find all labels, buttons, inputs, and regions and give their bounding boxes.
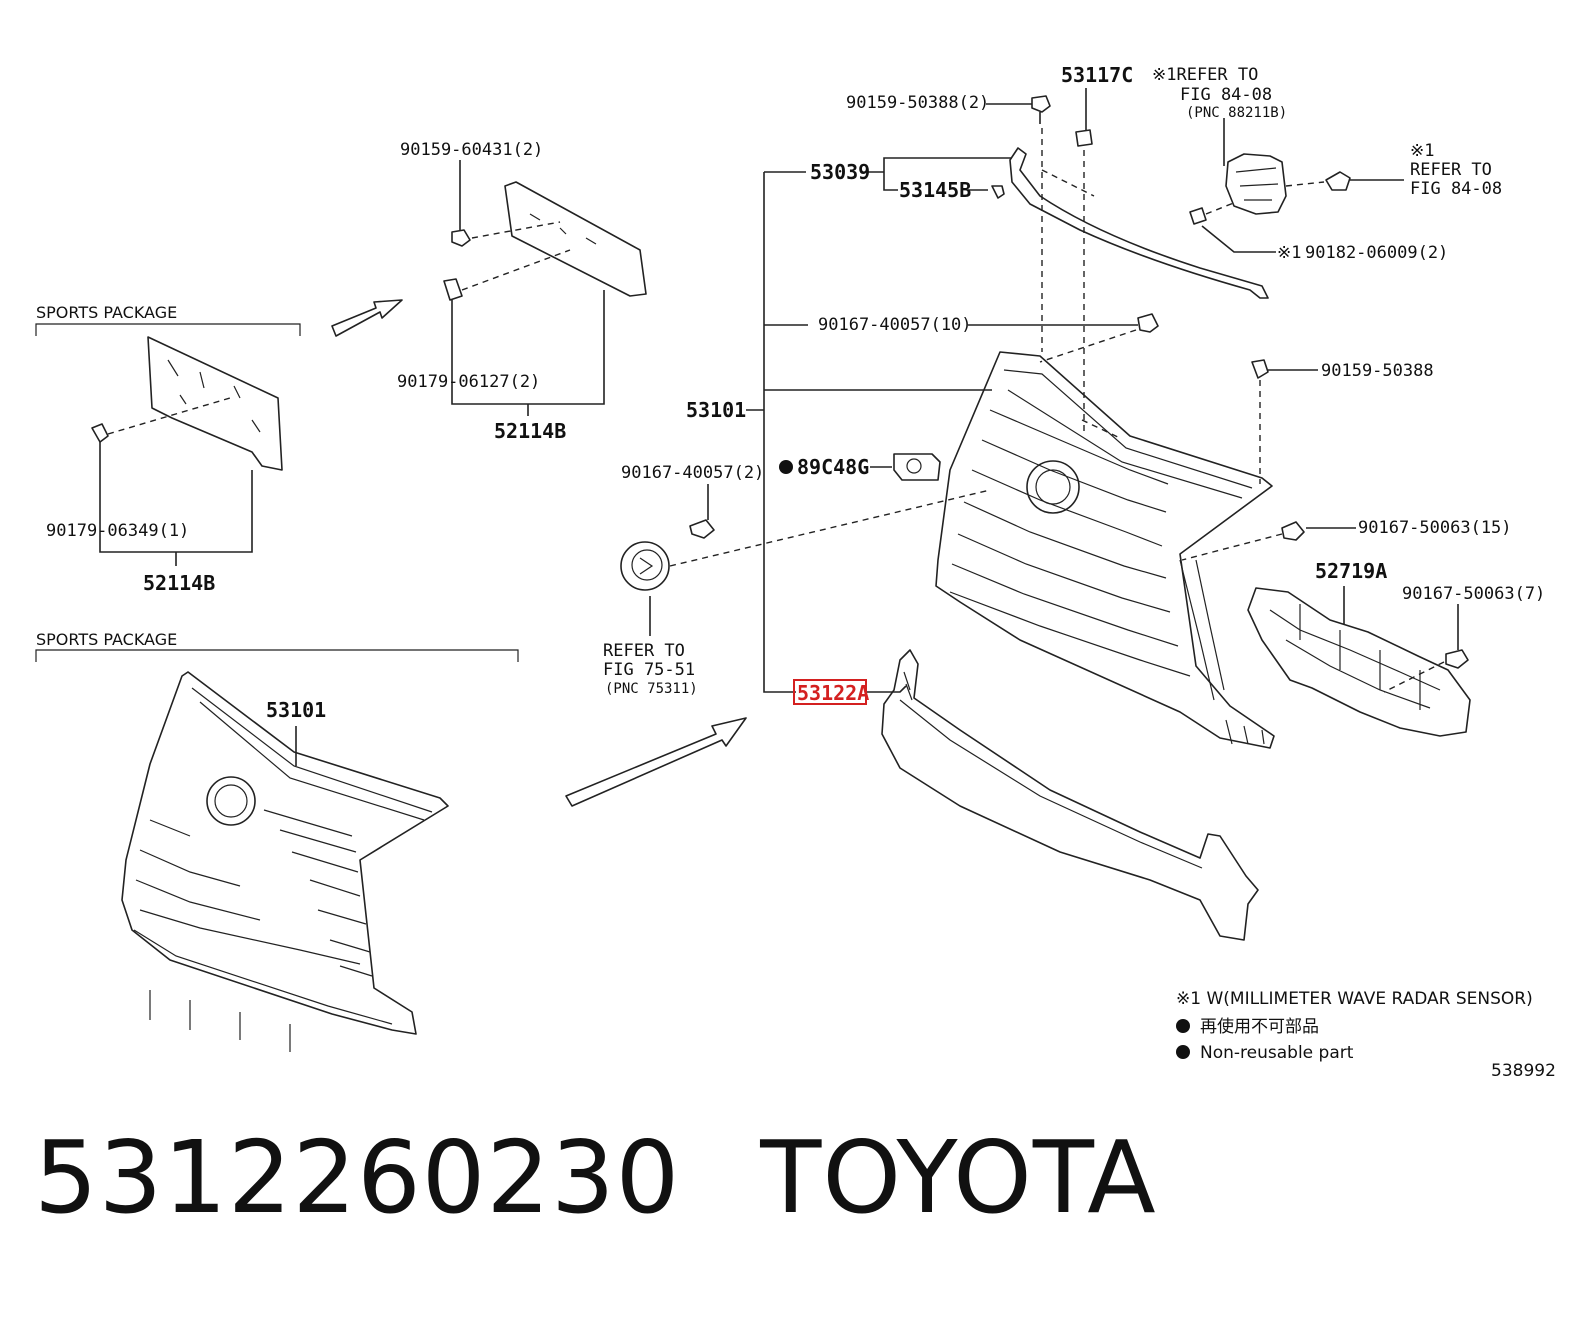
ref-top-line3: (PNC 88211B): [1186, 105, 1287, 121]
sports-package-top-header: SPORTS PACKAGE: [36, 303, 177, 322]
product-part-number: 5312260230: [34, 1119, 681, 1236]
screw-90167-40057-2-icon: [689, 519, 715, 539]
label-53101-sports: 53101: [266, 698, 326, 722]
label-53101: 53101: [686, 398, 746, 422]
screw-radar-icon: [1325, 171, 1351, 191]
emblem-group: 90167-40057(2) REFER TO FIG 75-51 (PNC 7…: [603, 463, 991, 697]
note-line3: Non-reusable part: [1200, 1043, 1354, 1063]
label-90179-06127: 90179-06127(2): [397, 372, 540, 392]
highlight-53122a-box: [793, 679, 867, 705]
sensor-bracket-group: 89C48G: [779, 453, 941, 481]
radiator-grille-53101-illustration: [935, 351, 1275, 749]
clip-53117c-icon: [1075, 129, 1093, 147]
ref-emblem-line2: FIG 75-51: [603, 660, 695, 680]
label-90159-50388: 90159-50388: [1321, 361, 1434, 381]
label-90182-06009: 90182-06009(2): [1305, 243, 1448, 263]
right-hardware-group: 90159-50388 90167-50063(15) 52719A 90167…: [1181, 359, 1545, 737]
nut-90182-06009-icon: [1189, 207, 1207, 225]
sports-package-bottom-bracket: [35, 649, 519, 662]
label-89c48g: 89C48G: [797, 455, 869, 479]
label-90167-40057-2: 90167-40057(2): [621, 463, 764, 483]
clip-90179-06349: [91, 423, 109, 443]
product-brand: TOYOTA: [760, 1119, 1157, 1236]
sports-package-top-bracket: [35, 323, 301, 336]
label-53117c: 53117C: [1061, 63, 1133, 87]
label-53122a: 53122A: [797, 681, 869, 705]
screw-90159-50388-right-icon: [1251, 359, 1269, 379]
label-90167-50063-15: 90167-50063(15): [1358, 518, 1512, 538]
ref-top-line2: FIG 84-08: [1180, 85, 1272, 105]
license-plate-bracket-upper-group: 90159-60431(2) 90179-06127(2) 52114B: [397, 140, 647, 443]
screw-90167-40057-icon: [1137, 313, 1159, 333]
screw-90167-50063-7-icon: [1445, 649, 1469, 669]
arrow-to-main-assembly-icon: [565, 717, 747, 807]
screw-90159-60431-icon: [451, 229, 471, 247]
ref-emblem-line3: (PNC 75311): [605, 681, 698, 697]
ref-right-line3: FIG 84-08: [1410, 179, 1502, 199]
note-bullet-icon: [1176, 1045, 1190, 1059]
notes-group: ※1 W(MILLIMETER WAVE RADAR SENSOR) 再使用不可…: [1176, 989, 1556, 1081]
clip-90179-06127: [443, 278, 463, 301]
top-hardware-group: 90159-50388(2) 53117C 53039 53145B: [810, 63, 1269, 432]
ref-top-line1: ※1REFER TO: [1152, 65, 1258, 85]
non-reusable-marker-icon: [779, 460, 793, 474]
note-line2: 再使用不可部品: [1200, 1016, 1319, 1037]
ref-right-line1: ※1: [1410, 141, 1434, 161]
molding-53122a-group: 53122A: [793, 649, 1259, 941]
note-line1: ※1 W(MILLIMETER WAVE RADAR SENSOR): [1176, 989, 1533, 1009]
sports-package-top-group: SPORTS PACKAGE 90179-06349(1) 52114B: [35, 299, 403, 595]
sports-package-bottom-group: SPORTS PACKAGE 53101: [35, 630, 747, 1052]
arrow-up-right-icon: [331, 299, 403, 337]
upper-molding-53039-illustration: [1009, 147, 1269, 299]
sports-grille-illustration: [121, 671, 449, 1052]
label-90179-06349: 90179-06349(1): [46, 521, 189, 541]
grille-molding-53122a-illustration: [881, 649, 1259, 941]
label-90182-06009-mark: ※1: [1277, 243, 1301, 263]
label-90159-60431: 90159-60431(2): [400, 140, 543, 160]
label-90159-50388-2: 90159-50388(2): [846, 93, 989, 113]
main-assembly-leaders: [746, 157, 1138, 693]
radar-sensor-illustration: [1225, 153, 1287, 215]
ref-right-line2: REFER TO: [1410, 160, 1492, 180]
clip-53145b-icon: [991, 185, 1005, 199]
emblem-75311-illustration: [620, 541, 670, 591]
label-90167-40057-10: 90167-40057(10): [818, 315, 972, 335]
label-52719a: 52719A: [1315, 559, 1387, 583]
sports-package-bottom-header: SPORTS PACKAGE: [36, 630, 177, 649]
bracket-89c48g-illustration: [893, 453, 941, 481]
label-53039: 53039: [810, 160, 870, 184]
radar-sensor-group: ※1REFER TO FIG 84-08 (PNC 88211B) ※1 REF…: [1152, 65, 1502, 263]
label-52114b-lower: 52114B: [143, 571, 215, 595]
label-53145b: 53145B: [899, 178, 971, 202]
note-bullet-icon: [1176, 1019, 1190, 1033]
screw-90159-50388-icon: [1031, 95, 1051, 124]
screw-90167-50063-15-icon: [1281, 521, 1305, 541]
grille-support-52719a-illustration: [1247, 587, 1471, 737]
label-90167-50063-7: 90167-50063(7): [1402, 584, 1545, 604]
license-plate-bracket-lower-illustration: [91, 336, 283, 471]
license-plate-bracket-upper-illustration: [504, 181, 647, 297]
illustration-number: 538992: [1491, 1061, 1556, 1081]
label-52114b-upper: 52114B: [494, 419, 566, 443]
ref-emblem-line1: REFER TO: [603, 641, 685, 661]
